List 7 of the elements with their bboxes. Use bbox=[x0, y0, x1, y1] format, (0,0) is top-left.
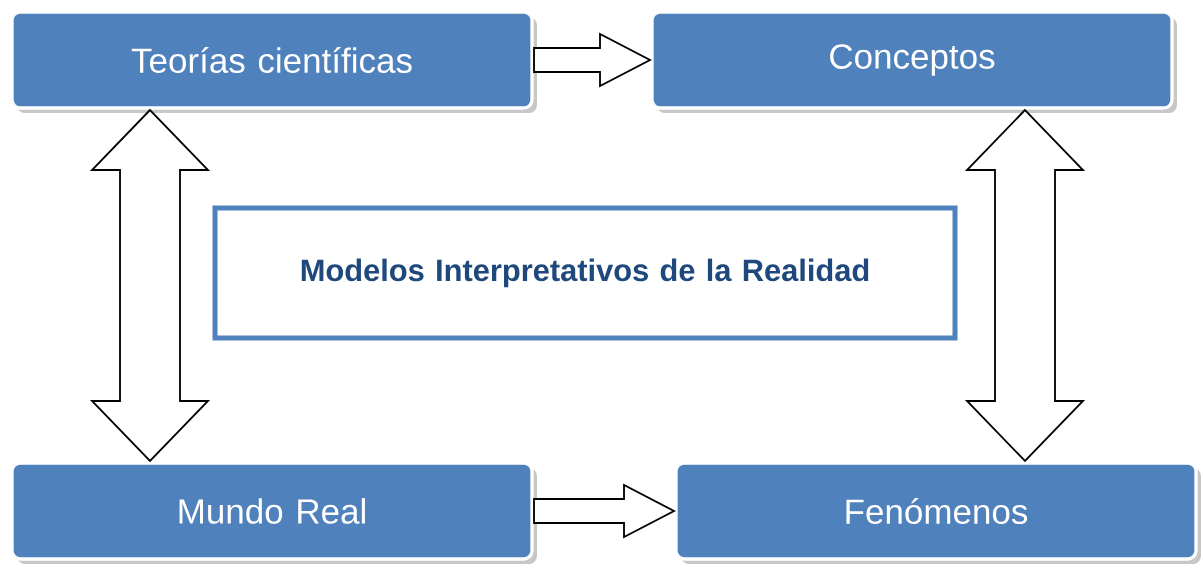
process-box: Mundo Real bbox=[10, 461, 537, 564]
process-box: Teorías científicas bbox=[10, 10, 537, 113]
process-box: Conceptos bbox=[650, 10, 1177, 113]
process-box: Fenómenos bbox=[674, 461, 1201, 564]
block-arrow bbox=[533, 32, 652, 88]
title-box: Modelos Interpretativos de la Realidad bbox=[212, 205, 958, 341]
block-arrow bbox=[533, 483, 676, 539]
